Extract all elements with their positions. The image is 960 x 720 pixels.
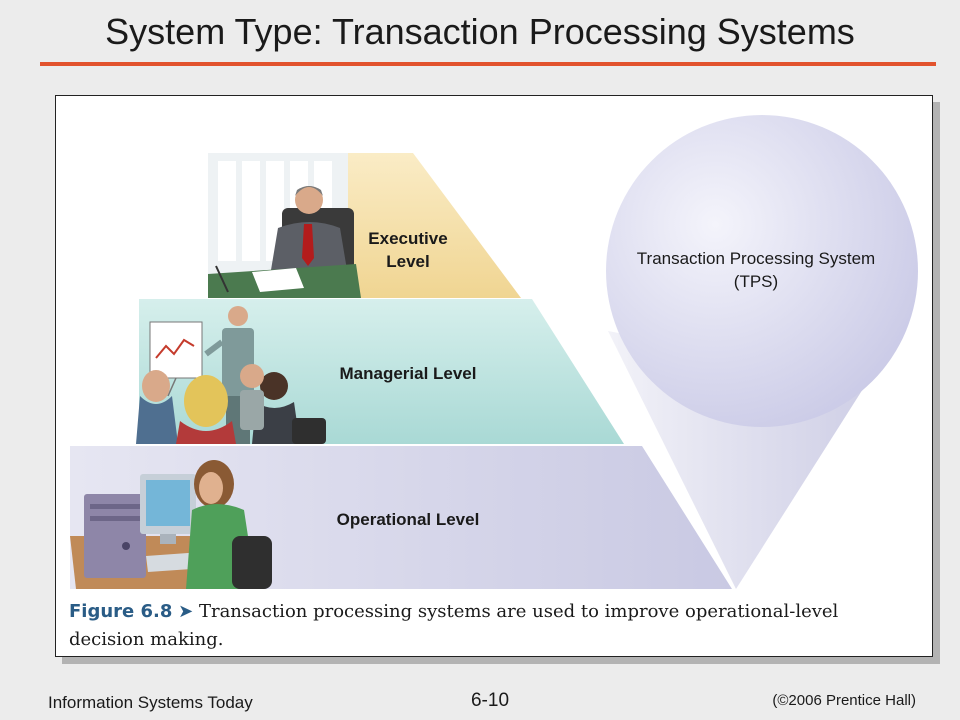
executive-level-label-line2: Level [386,252,429,271]
footer-page-number: 6-10 [470,690,510,711]
managerial-level-label: Managerial Level [339,364,476,383]
managerial-illustration [136,306,326,444]
figure-caption: Figure 6.8 ➤ Transaction processing syst… [69,598,919,654]
executive-illustration [208,153,361,298]
caption-text: Transaction processing systems are used … [69,601,839,650]
footer-copyright: (©2006 Prentice Hall) [772,692,916,709]
tps-pyramid-diagram: Executive Level Managerial Level Operati… [70,115,918,589]
tps-label: Transaction Processing System [637,249,875,268]
operational-level-label: Operational Level [337,510,480,529]
slide-title: System Type: Transaction Processing Syst… [105,11,855,52]
tps-label-abbrev: (TPS) [734,272,778,291]
executive-level-label: Executive [368,229,447,248]
title-divider [40,62,936,66]
figure-number-label: Figure 6.8 [69,601,173,622]
figure-frame: Executive Level Managerial Level Operati… [55,95,933,657]
operational-illustration [70,460,272,589]
tps-sphere [606,115,918,427]
arrow-right-icon: ➤ [178,601,194,622]
footer-course-title: Information Systems Today [48,693,253,712]
